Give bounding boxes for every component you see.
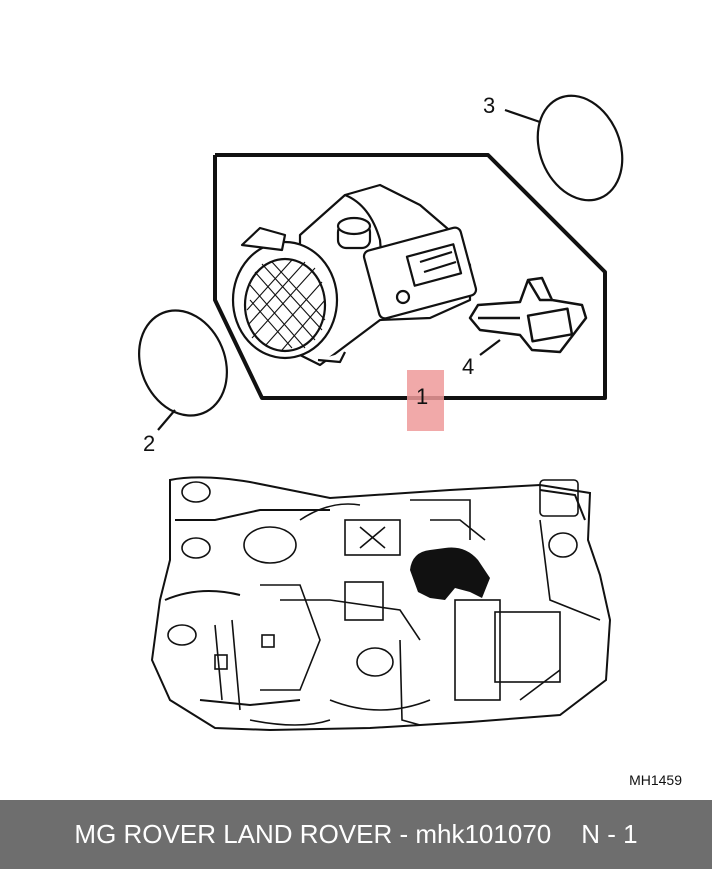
footer-title: MG ROVER LAND ROVER - mhk101070 xyxy=(74,819,552,849)
callout-part-1: 1 xyxy=(416,384,429,409)
air-flow-meter-mesh xyxy=(246,259,326,351)
reference-code: MH1459 xyxy=(629,772,682,788)
callout-part-2: 2 xyxy=(143,431,156,456)
parts-diagram xyxy=(138,94,624,732)
part-1-highlight xyxy=(407,370,444,431)
o-ring-seal-lower xyxy=(138,309,228,417)
air-flow-meter xyxy=(231,183,478,367)
engine-bay-outline xyxy=(150,476,612,732)
callout-part-3: 3 xyxy=(483,93,496,118)
footer-bar: MG ROVER LAND ROVER - mhk101070 N - 1 xyxy=(0,800,712,869)
engine-components xyxy=(167,479,601,726)
sensor-clip xyxy=(468,276,588,354)
o-ring-seal-upper xyxy=(536,94,624,202)
assembly-frame xyxy=(213,153,607,400)
callout-part-4: 4 xyxy=(462,354,475,379)
footer-page: N - 1 xyxy=(581,819,638,849)
air-flow-meter-location xyxy=(410,547,490,600)
